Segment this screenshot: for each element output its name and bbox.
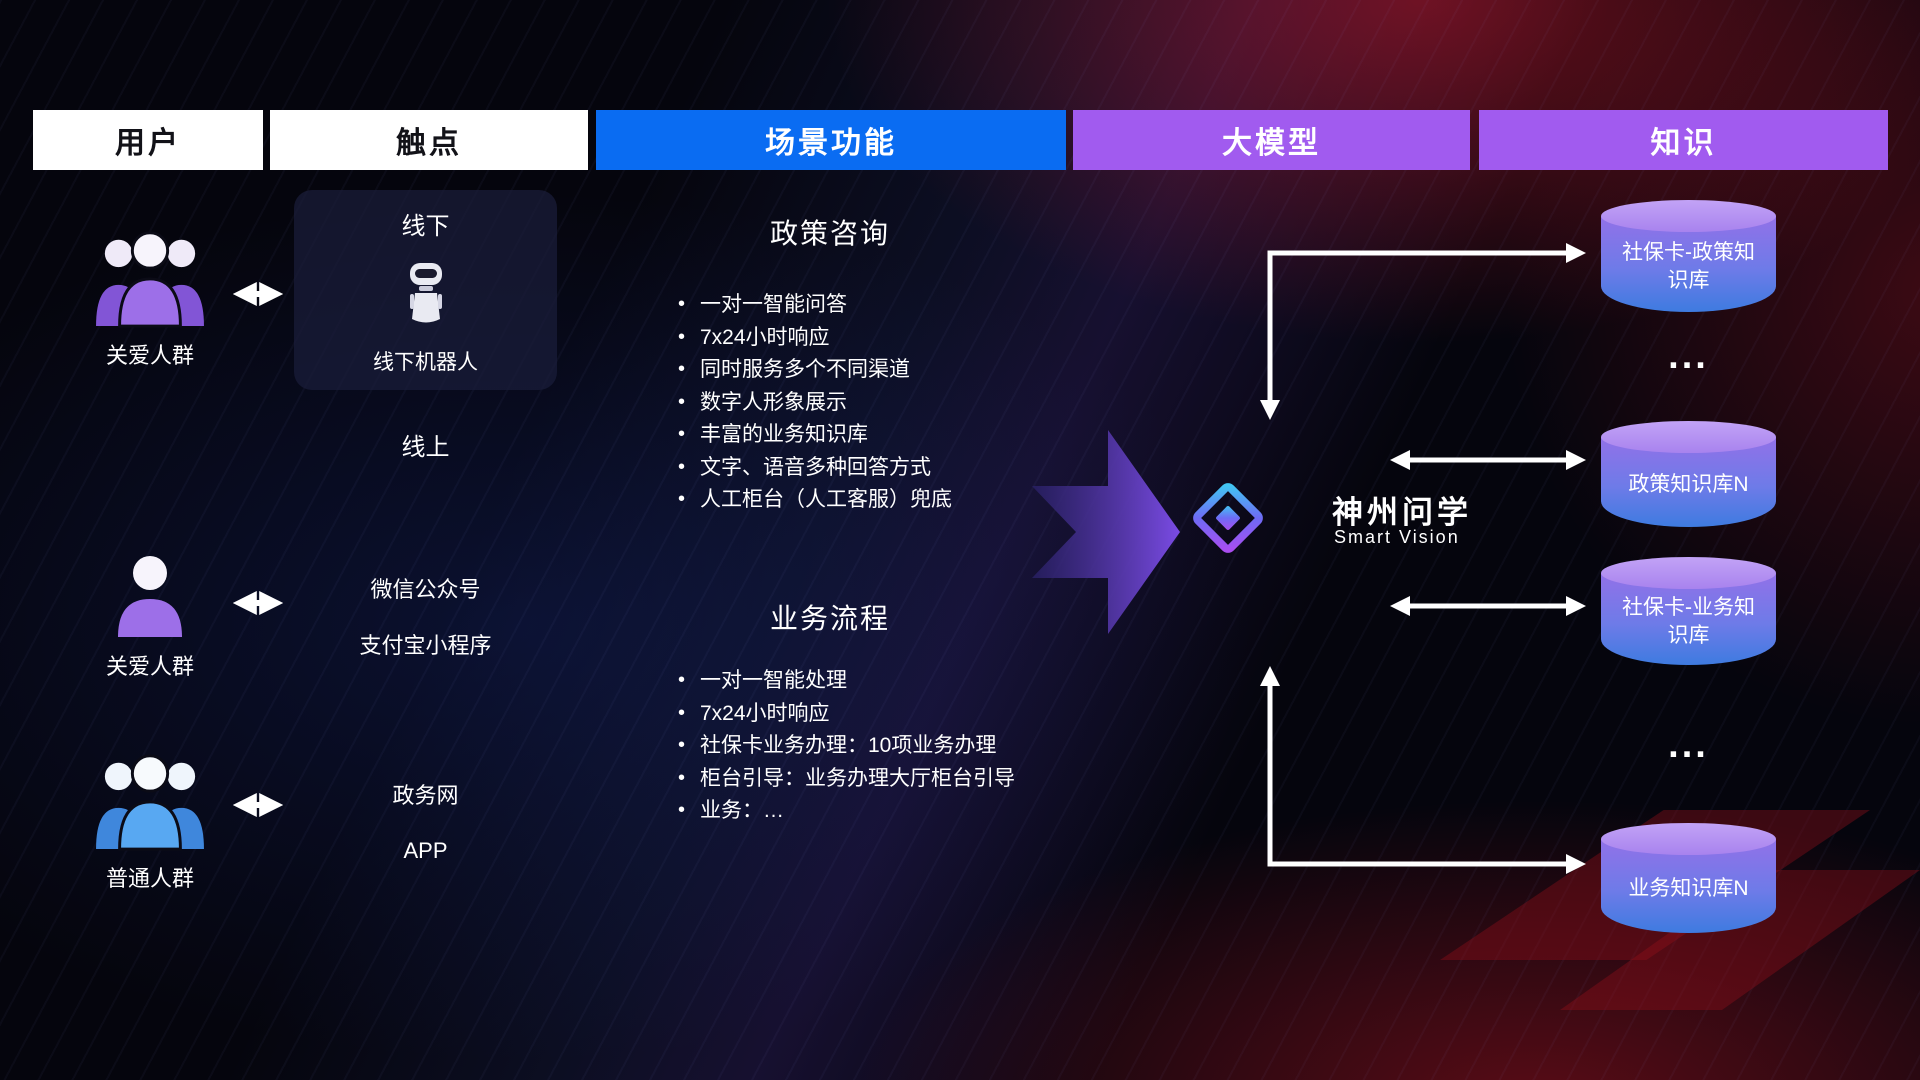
list-item: 柜台引导：业务办理大厅柜台引导 — [676, 768, 1015, 789]
header-scenario-label: 场景功能 — [765, 127, 897, 160]
header-touchpoints-label: 触点 — [396, 127, 462, 160]
header-model-label: 大模型 — [1222, 127, 1321, 160]
kb-label: 业务知识库N — [1628, 876, 1749, 900]
touchpoint-app: APP — [403, 838, 448, 863]
kb-ellipsis: ... — [1668, 335, 1709, 377]
offline-touchpoint-card: 线下 线下机器人 — [294, 190, 557, 390]
list-item: 7x24小时响应 — [676, 327, 952, 348]
list-item: 丰富的业务知识库 — [676, 424, 952, 445]
header-knowledge: 知识 — [1479, 110, 1888, 170]
database-cylinder-top — [1601, 200, 1776, 232]
list-item: 7x24小时响应 — [676, 703, 1015, 724]
touchpoint-alipay: 支付宝小程序 — [359, 633, 492, 658]
touchpoint-gov-web: 政务网 — [392, 783, 459, 808]
user-group-label: 普通人群 — [105, 866, 194, 891]
user-group-label: 关爱人群 — [105, 343, 194, 368]
kb-label: 政策知识库N — [1628, 472, 1749, 496]
model-name: 神州问学 — [1332, 495, 1472, 530]
user-group-care-1: 关爱人群 — [75, 224, 225, 370]
user-group-ordinary: 普通人群 — [75, 747, 225, 893]
header-users: 用户 — [33, 110, 263, 170]
robot-icon — [409, 262, 442, 322]
offline-title: 线下 — [401, 213, 450, 240]
scenario-business-list: 一对一智能处理 7x24小时响应 社保卡业务办理：10项业务办理 柜台引导：业务… — [676, 670, 1015, 833]
list-item: 文字、语音多种回答方式 — [676, 457, 952, 478]
kb-social-business: 社保卡-业务知识库 — [1601, 557, 1776, 665]
database-cylinder-top — [1601, 421, 1776, 453]
database-cylinder — [1601, 216, 1776, 312]
kb-policy-n: 政策知识库N — [1601, 421, 1776, 527]
header-knowledge-label: 知识 — [1650, 127, 1717, 160]
list-item: 一对一智能问答 — [676, 294, 952, 315]
list-item: 同时服务多个不同渠道 — [676, 359, 952, 380]
scenario-business-title: 业务流程 — [769, 603, 890, 634]
list-item: 人工柜台（人工客服）兜底 — [676, 489, 952, 510]
flow-arrow — [1032, 430, 1180, 634]
online-title: 线上 — [401, 434, 450, 461]
database-cylinder-top — [1601, 557, 1776, 589]
header-users-label: 用户 — [115, 127, 181, 160]
kb-ellipsis: ... — [1668, 724, 1709, 766]
user-group-care-2: 关爱人群 — [75, 551, 225, 681]
user-group-label: 关爱人群 — [105, 654, 194, 679]
people-group-blue-icon — [96, 754, 204, 851]
kb-label: 社保卡-业务知识库 — [1622, 595, 1755, 647]
database-cylinder-top — [1601, 823, 1776, 855]
list-item: 数字人形象展示 — [676, 392, 952, 413]
person-purple-icon — [118, 556, 182, 637]
people-group-purple-icon — [96, 231, 204, 328]
list-item: 业务：… — [676, 800, 1015, 821]
list-item: 一对一智能处理 — [676, 670, 1015, 691]
touchpoint-wechat: 微信公众号 — [370, 577, 481, 602]
smart-vision-logo-icon — [1193, 483, 1263, 553]
kb-business-n: 业务知识库N — [1601, 823, 1776, 933]
scenario-policy-list: 一对一智能问答 7x24小时响应 同时服务多个不同渠道 数字人形象展示 丰富的业… — [676, 294, 952, 522]
model-subtitle: Smart Vision — [1334, 527, 1460, 547]
scenario-policy-title: 政策咨询 — [769, 218, 890, 249]
kb-social-policy: 社保卡-政策知识库 — [1601, 200, 1776, 312]
header-large-model: 大模型 — [1073, 110, 1470, 170]
offline-robot-label: 线下机器人 — [373, 351, 478, 374]
header-scenario-functions: 场景功能 — [596, 110, 1066, 170]
header-touchpoints: 触点 — [270, 110, 588, 170]
kb-label: 社保卡-政策知识库 — [1622, 240, 1755, 292]
list-item: 社保卡业务办理：10项业务办理 — [676, 735, 1015, 756]
